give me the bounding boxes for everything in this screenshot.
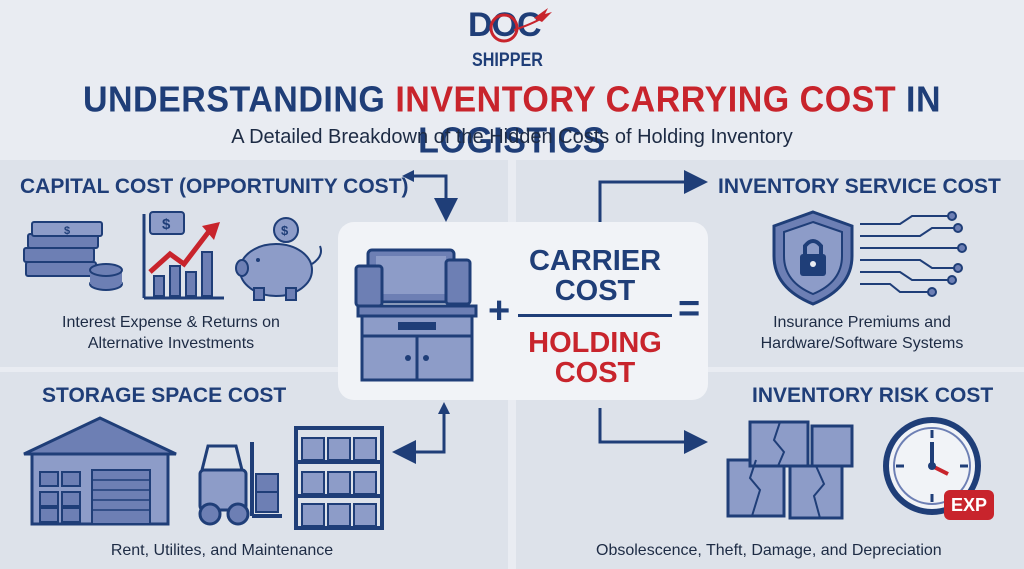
pallet-rack-icon xyxy=(294,426,384,530)
svg-text:$: $ xyxy=(64,225,70,237)
title-part-1: UNDERSTANDING xyxy=(82,80,396,120)
storage-cost-title: STORAGE SPACE COST xyxy=(42,384,287,407)
rising-chart-icon: $ xyxy=(142,211,224,300)
carrier-line-2: COST xyxy=(554,275,636,307)
service-cost-description: Insurance Premiums and Hardware/Software… xyxy=(722,312,1002,354)
title-part-2: IN LOGISTICS xyxy=(418,80,942,161)
title-highlight: INVENTORY CARRYING COST xyxy=(395,80,897,120)
clock-icon xyxy=(883,417,981,515)
logo-shipper-text: SHIPPER xyxy=(472,50,543,71)
circuit-lines-icon xyxy=(860,211,967,297)
cash-stack-icon: $ xyxy=(23,221,123,291)
forklift-icon xyxy=(198,442,282,526)
page-title: UNDERSTANDING INVENTORY CARRYING COST IN… xyxy=(0,80,1024,162)
piggy-bank-icon: $ xyxy=(235,217,322,301)
exp-badge: EXP xyxy=(944,490,994,520)
service-desc-line-2: Hardware/Software Systems xyxy=(760,335,964,352)
page-subtitle: A Detailed Breakdown of the Hidden Costs… xyxy=(231,126,793,148)
holding-cost-label: HOLDING COST xyxy=(520,328,670,388)
svg-text:$: $ xyxy=(281,223,289,238)
inventory-cabinet-icon xyxy=(354,248,478,382)
capital-desc-line-2: Alternative Investments xyxy=(87,335,255,352)
capital-cost-description: Interest Expense & Returns on Alternativ… xyxy=(16,312,326,354)
plus-sign: + xyxy=(488,290,511,332)
risk-cost-title: INVENTORY RISK COST xyxy=(752,384,994,407)
equals-sign: = xyxy=(678,288,701,330)
doc-shipper-logo: DOC SHIPPER xyxy=(462,4,562,76)
fraction-bar xyxy=(518,314,672,317)
damaged-boxes-icon xyxy=(726,420,854,520)
capital-cost-title: CAPITAL COST (OPPORTUNITY COST) xyxy=(20,175,409,198)
holding-line-1: HOLDING xyxy=(528,327,662,359)
risk-cost-description: Obsolescence, Theft, Damage, and Depreci… xyxy=(596,542,942,559)
service-desc-line-1: Insurance Premiums and xyxy=(773,314,951,331)
security-shield-icon xyxy=(772,210,854,306)
logo-plane-icon xyxy=(489,8,552,43)
capital-desc-line-1: Interest Expense & Returns on xyxy=(62,314,280,331)
warehouse-icon xyxy=(23,416,177,526)
carrier-line-1: CARRIER xyxy=(528,245,662,277)
holding-line-2: COST xyxy=(554,357,636,389)
storage-cost-description: Rent, Utilites, and Maintenance xyxy=(110,542,334,559)
carrier-cost-label: CARRIER COST xyxy=(520,246,670,306)
svg-text:$: $ xyxy=(162,216,171,233)
service-cost-title: INVENTORY SERVICE COST xyxy=(718,175,1001,198)
